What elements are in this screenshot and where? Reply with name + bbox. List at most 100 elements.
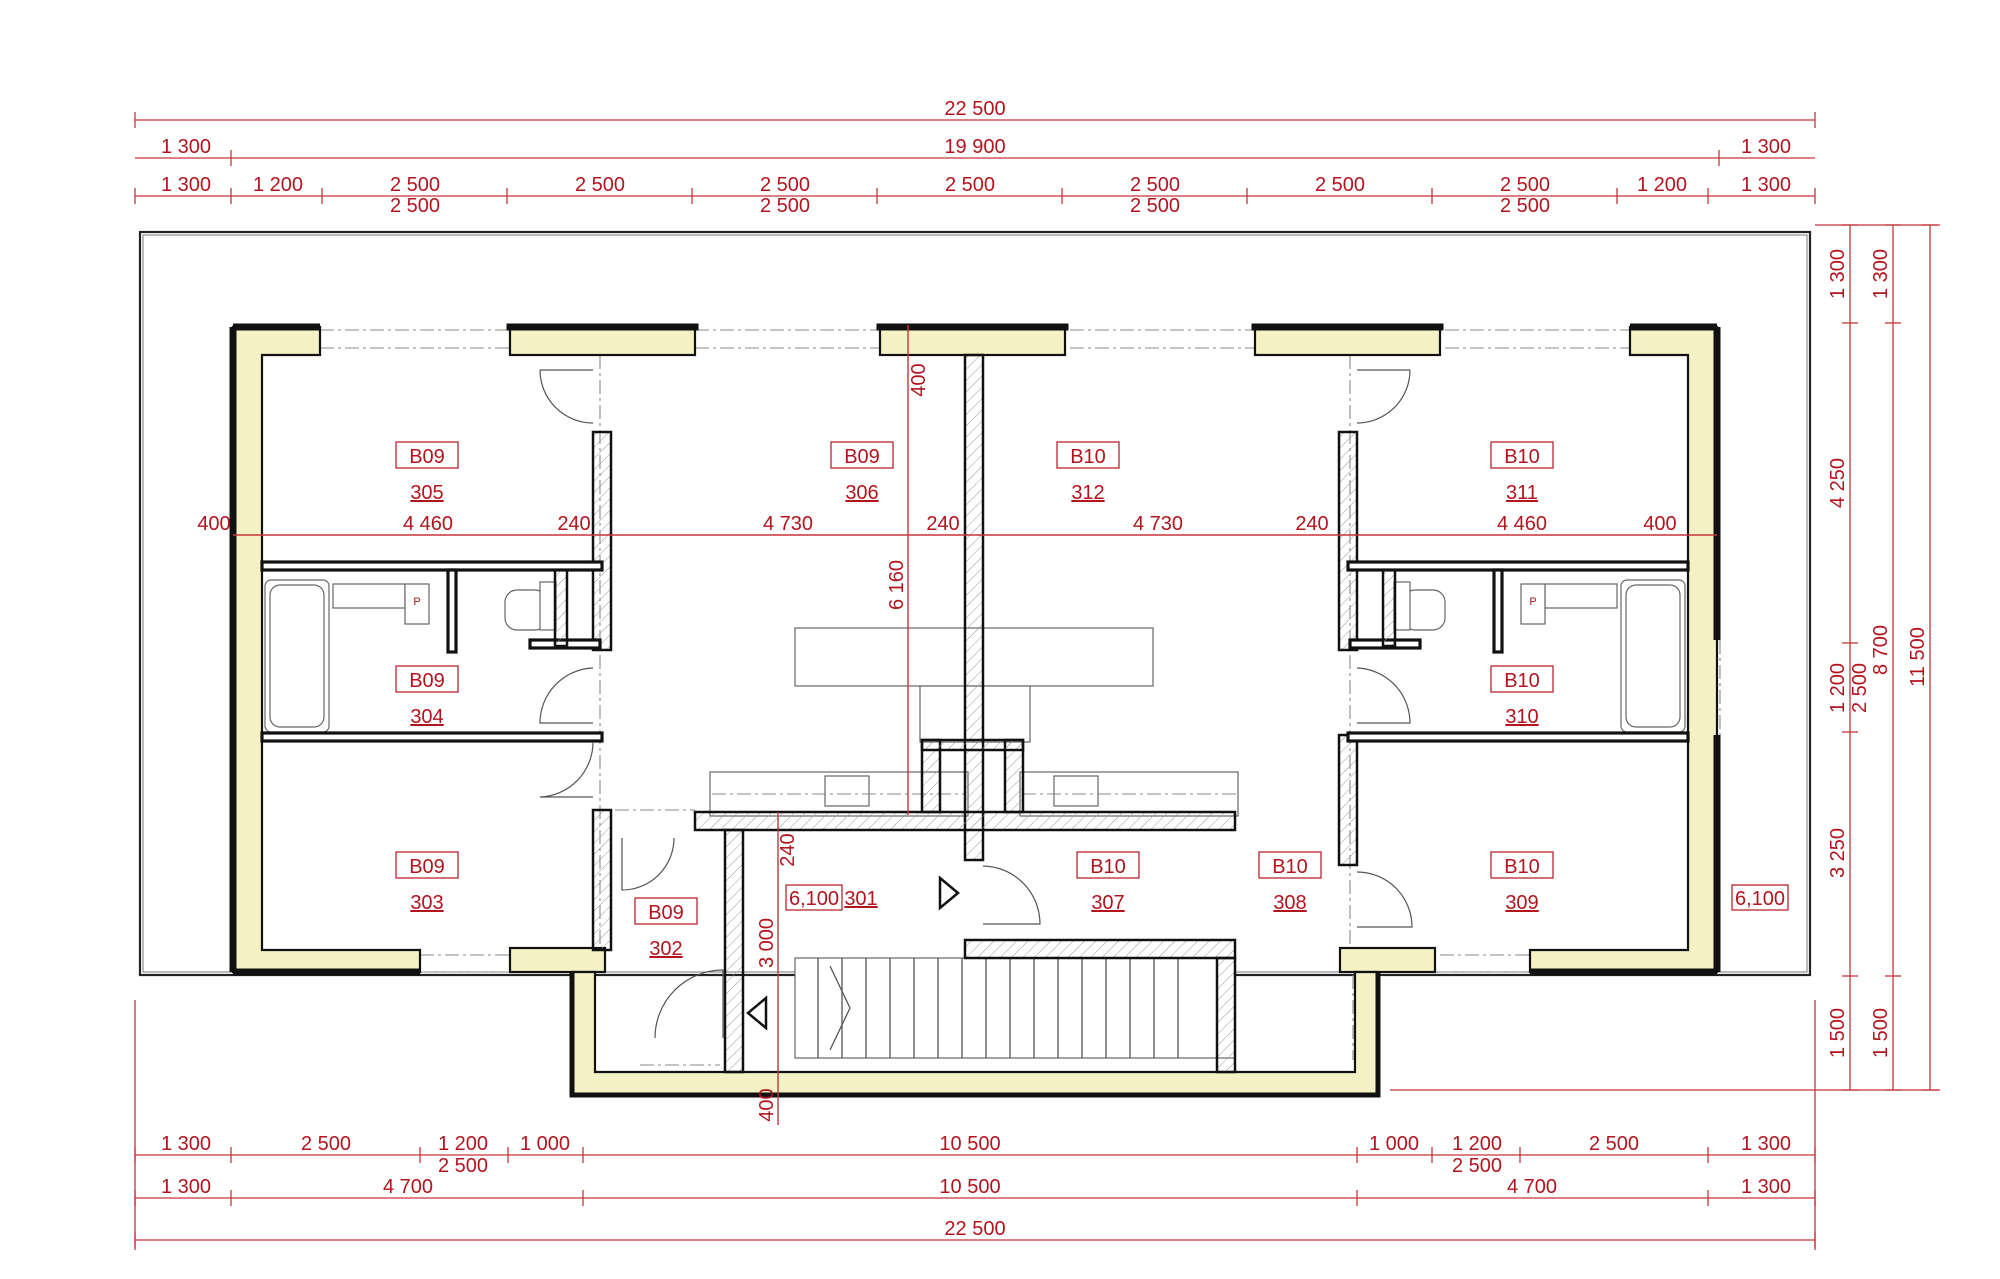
dim-bot1-6: 1 200	[1452, 1133, 1502, 1155]
dim-top-mod-3: 2 500	[575, 174, 625, 196]
room-tags: B09305B09306B10312B10311B09304B10310B093…	[395, 441, 1554, 960]
dim-r2-2: 1 500	[1870, 1008, 1892, 1058]
dim-r1-5: 1 500	[1827, 1008, 1849, 1058]
room-number: 312	[1071, 482, 1104, 504]
room-number: 307	[1091, 892, 1124, 914]
room-unit-label: B10	[1090, 856, 1126, 878]
dim-top-mod-7: 2 500	[1315, 174, 1365, 196]
room-number-301: 301	[844, 888, 877, 910]
vdim-1: 6 160	[886, 560, 908, 610]
dim-top-sub-0: 2 500	[390, 195, 440, 217]
room-tag-box	[1258, 851, 1322, 879]
terrace-level-tag: 6,100	[1731, 884, 1789, 911]
bath-right: P	[1393, 579, 1686, 733]
room-unit-label: B09	[409, 856, 445, 878]
dim-top-sub-3: 2 500	[1500, 195, 1550, 217]
dim-top-mid-0: 1 300	[161, 136, 211, 158]
room-unit-label: B09	[648, 902, 684, 924]
dim-bot1-sub-0: 2 500	[438, 1155, 488, 1177]
dim-r1-2: 1 200	[1827, 663, 1849, 713]
room-unit-label: B09	[409, 446, 445, 468]
door-swings	[539, 369, 1413, 1039]
sec-6: 240	[1295, 513, 1328, 535]
sec-2: 240	[557, 513, 590, 535]
room-tag-box	[634, 897, 698, 925]
dim-top-mod-8: 2 500	[1500, 174, 1550, 196]
room-tag-box	[1490, 665, 1554, 693]
dim-r1-0: 1 300	[1827, 249, 1849, 299]
room-tag-box	[1490, 851, 1554, 879]
dim-bot2-3: 4 700	[1507, 1176, 1557, 1198]
level-landing: 6,100	[789, 888, 839, 910]
room-tag-box	[830, 441, 894, 469]
level-box-landing	[785, 884, 843, 911]
dim-top-mod-6: 2 500	[1130, 174, 1180, 196]
sec-4: 240	[926, 513, 959, 535]
dim-r1-4: 3 250	[1827, 828, 1849, 878]
dim-bot2-0: 1 300	[161, 1176, 211, 1198]
dim-top-mod-4: 2 500	[760, 174, 810, 196]
room-unit-label: B09	[409, 670, 445, 692]
vdim-2: 240	[777, 833, 799, 866]
room-unit-label: B10	[1504, 670, 1540, 692]
section-line: 400 4 460 240 4 730 240 4 730 240 4 460 …	[197, 513, 1717, 536]
dim-bot1-0: 1 300	[161, 1133, 211, 1155]
dim-top-mod-10: 1 300	[1741, 174, 1791, 196]
room-tag-box	[1490, 441, 1554, 469]
dim-bot1-1: 2 500	[301, 1133, 351, 1155]
room-tag-box	[1056, 441, 1120, 469]
room-number: 308	[1273, 892, 1306, 914]
fixture-label-right: P	[1529, 596, 1536, 608]
dim-top-mod-5: 2 500	[945, 174, 995, 196]
room-number: 306	[845, 482, 878, 504]
dim-bot1-4: 10 500	[939, 1133, 1000, 1155]
room-number: 311	[1506, 482, 1538, 504]
level-terrace: 6,100	[1735, 888, 1785, 910]
dim-r1-3: 2 500	[1849, 663, 1871, 713]
room-unit-label: B10	[1504, 856, 1540, 878]
vdim-4: 400	[756, 1088, 778, 1121]
room-tag-box	[395, 665, 459, 693]
staircase	[794, 957, 1236, 1059]
room-number: 304	[410, 706, 443, 728]
sec-1: 4 460	[403, 513, 453, 535]
dim-top-total: 22 500	[944, 98, 1005, 120]
dim-bot1-2: 1 200	[438, 1133, 488, 1155]
dim-top-sub-2: 2 500	[1130, 195, 1180, 217]
dim-top-mod-1: 1 200	[253, 174, 303, 196]
room-unit-label: B09	[844, 446, 880, 468]
room-number: 305	[410, 482, 443, 504]
dim-r1-1: 4 250	[1827, 458, 1849, 508]
stair-direction-arrow-up	[746, 995, 768, 1031]
room-unit-label: B10	[1070, 446, 1106, 468]
vertical-dim-lines: 400 6 160 240 3 000 400	[756, 325, 930, 1125]
dim-bot-total: 22 500	[944, 1218, 1005, 1240]
dim-top-mid-1: 19 900	[944, 136, 1005, 158]
sec-8: 400	[1643, 513, 1676, 535]
bath-left: P	[264, 579, 557, 733]
dim-top-mod-0: 1 300	[161, 174, 211, 196]
dim-bot1-8: 1 300	[1741, 1133, 1791, 1155]
top-dimensions: 22 500 1 300 19 900 1 300 1 300 1 200 2 …	[134, 98, 1816, 217]
dim-bot1-3: 1 000	[520, 1133, 570, 1155]
room-unit-label: B10	[1504, 446, 1540, 468]
fixture-label-left: P	[413, 596, 420, 608]
dim-bot1-7: 2 500	[1589, 1133, 1639, 1155]
landing-tag: 6,100 301	[785, 884, 878, 911]
interior-walls	[260, 353, 1690, 1074]
sec-0: 400	[197, 513, 230, 535]
sec-5: 4 730	[1133, 513, 1183, 535]
right-dimensions: 1 300 4 250 1 200 2 500 3 250 1 500 1 30…	[1390, 224, 1940, 1091]
dim-bot2-1: 4 700	[383, 1176, 433, 1198]
room-tag-box	[395, 851, 459, 879]
vdim-3: 3 000	[756, 918, 778, 968]
sec-7: 4 460	[1497, 513, 1547, 535]
dim-bot2-2: 10 500	[939, 1176, 1000, 1198]
bottom-dimensions: 1 300 2 500 1 200 1 000 10 500 1 000 1 2…	[134, 1000, 1816, 1250]
dim-bot1-sub-1: 2 500	[1452, 1155, 1502, 1177]
room-tag-box	[395, 441, 459, 469]
vdim-0: 400	[908, 363, 930, 396]
room-number: 302	[649, 938, 682, 960]
dim-bot2-4: 1 300	[1741, 1176, 1791, 1198]
